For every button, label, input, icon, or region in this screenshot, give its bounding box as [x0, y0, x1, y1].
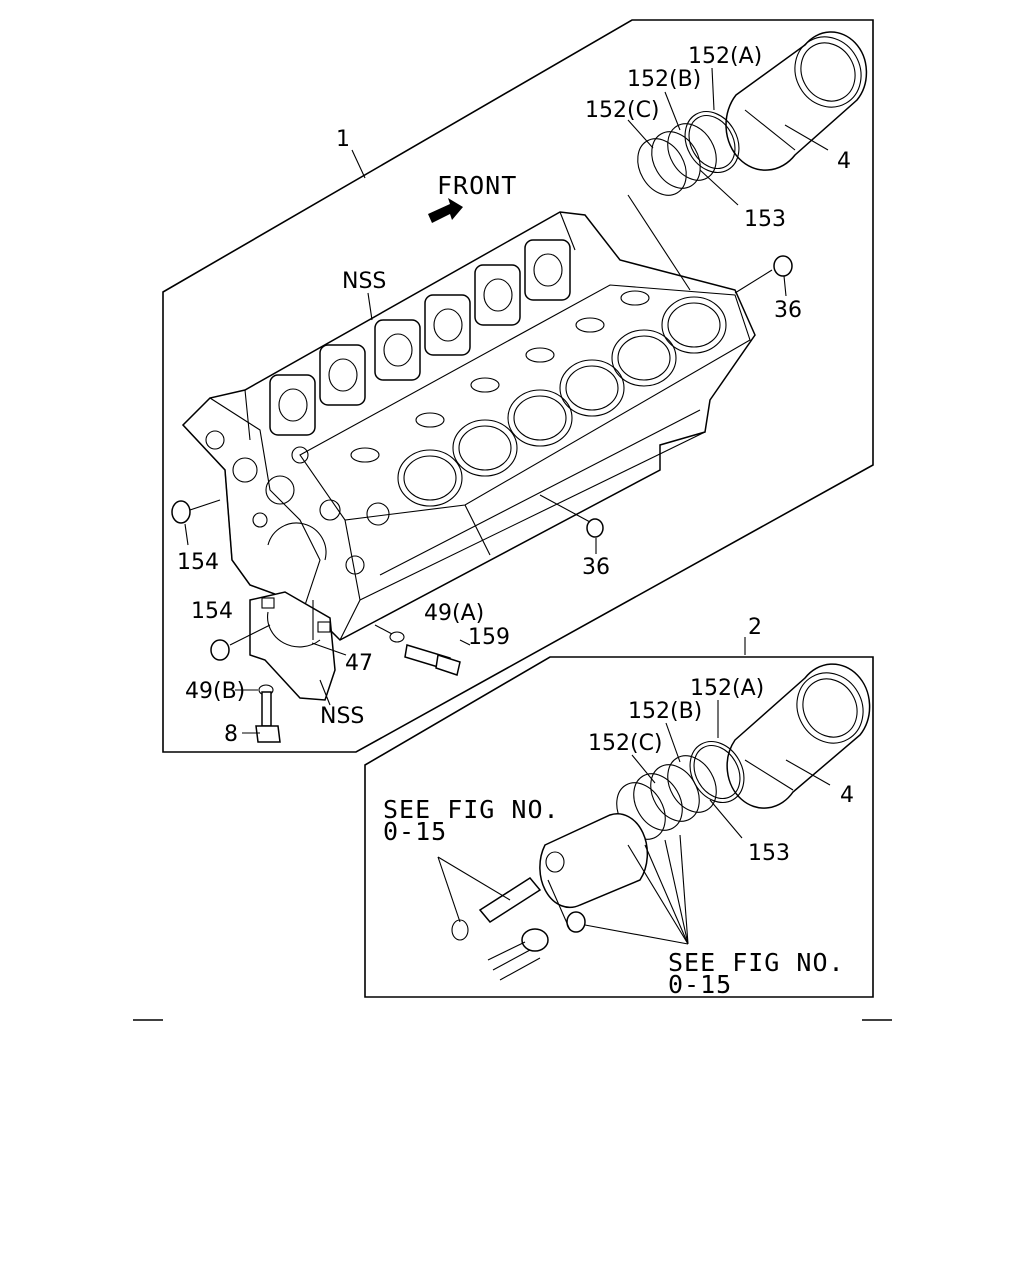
- see-fig-1-line2: 0-15: [383, 817, 447, 846]
- callout-assembly-1: 1: [336, 127, 350, 152]
- see-fig-1-line1: SEE FIG NO.: [383, 795, 560, 824]
- callout-ring-c-1: 152(C): [585, 98, 660, 123]
- callout-assembly-2: 2: [748, 615, 762, 640]
- front-arrow-icon: [428, 198, 463, 223]
- cylinder-block: [181, 211, 756, 641]
- assembly-2-frame: [364, 656, 874, 998]
- callout-liner-2: 4: [840, 783, 854, 808]
- callout-liner-1: 4: [837, 149, 851, 174]
- callout-ring-b-2: 152(B): [628, 699, 702, 724]
- callout-washer-49b: 49(B): [185, 679, 245, 704]
- liner-2-group: [437, 663, 871, 981]
- callout-oring-2: 153: [748, 841, 790, 866]
- deck-bores: [350, 290, 727, 507]
- see-fig-2-line1: SEE FIG NO.: [668, 948, 845, 977]
- callout-nss-bottom: NSS: [320, 704, 364, 729]
- fasteners: [171, 255, 793, 743]
- callout-ring-b-1: 152(B): [627, 67, 701, 92]
- callout-pin-47: 47: [345, 651, 373, 676]
- see-fig-2-line2: 0-15: [668, 970, 732, 999]
- front-label: FRONT: [437, 171, 517, 200]
- callout-leaders: [184, 67, 831, 839]
- callout-oring-1: 153: [744, 207, 786, 232]
- main-bearing-cap: [249, 591, 336, 701]
- left-bank-bores: [269, 239, 571, 436]
- callout-plug-36-bottom: 36: [582, 555, 610, 580]
- callout-ring-c-2: 152(C): [588, 731, 663, 756]
- assembly-1-frame: [162, 19, 874, 753]
- callout-bolt-159: 159: [468, 625, 510, 650]
- callout-plug-36-top: 36: [774, 298, 802, 323]
- callout-nss-top: NSS: [342, 269, 386, 294]
- callout-ring-a-1: 152(A): [688, 44, 762, 69]
- callout-ring-a-2: 152(A): [690, 676, 764, 701]
- callout-plug-154-lower: 154: [191, 599, 233, 624]
- callout-plug-154-upper: 154: [177, 550, 219, 575]
- callout-labels: FRONT 1 2 152(A) 152(B) 152(C) 4 153 36 …: [177, 44, 854, 999]
- callout-washer-49a: 49(A): [424, 601, 484, 626]
- callout-bolt-8: 8: [224, 722, 238, 747]
- liner-1-group: [627, 31, 868, 291]
